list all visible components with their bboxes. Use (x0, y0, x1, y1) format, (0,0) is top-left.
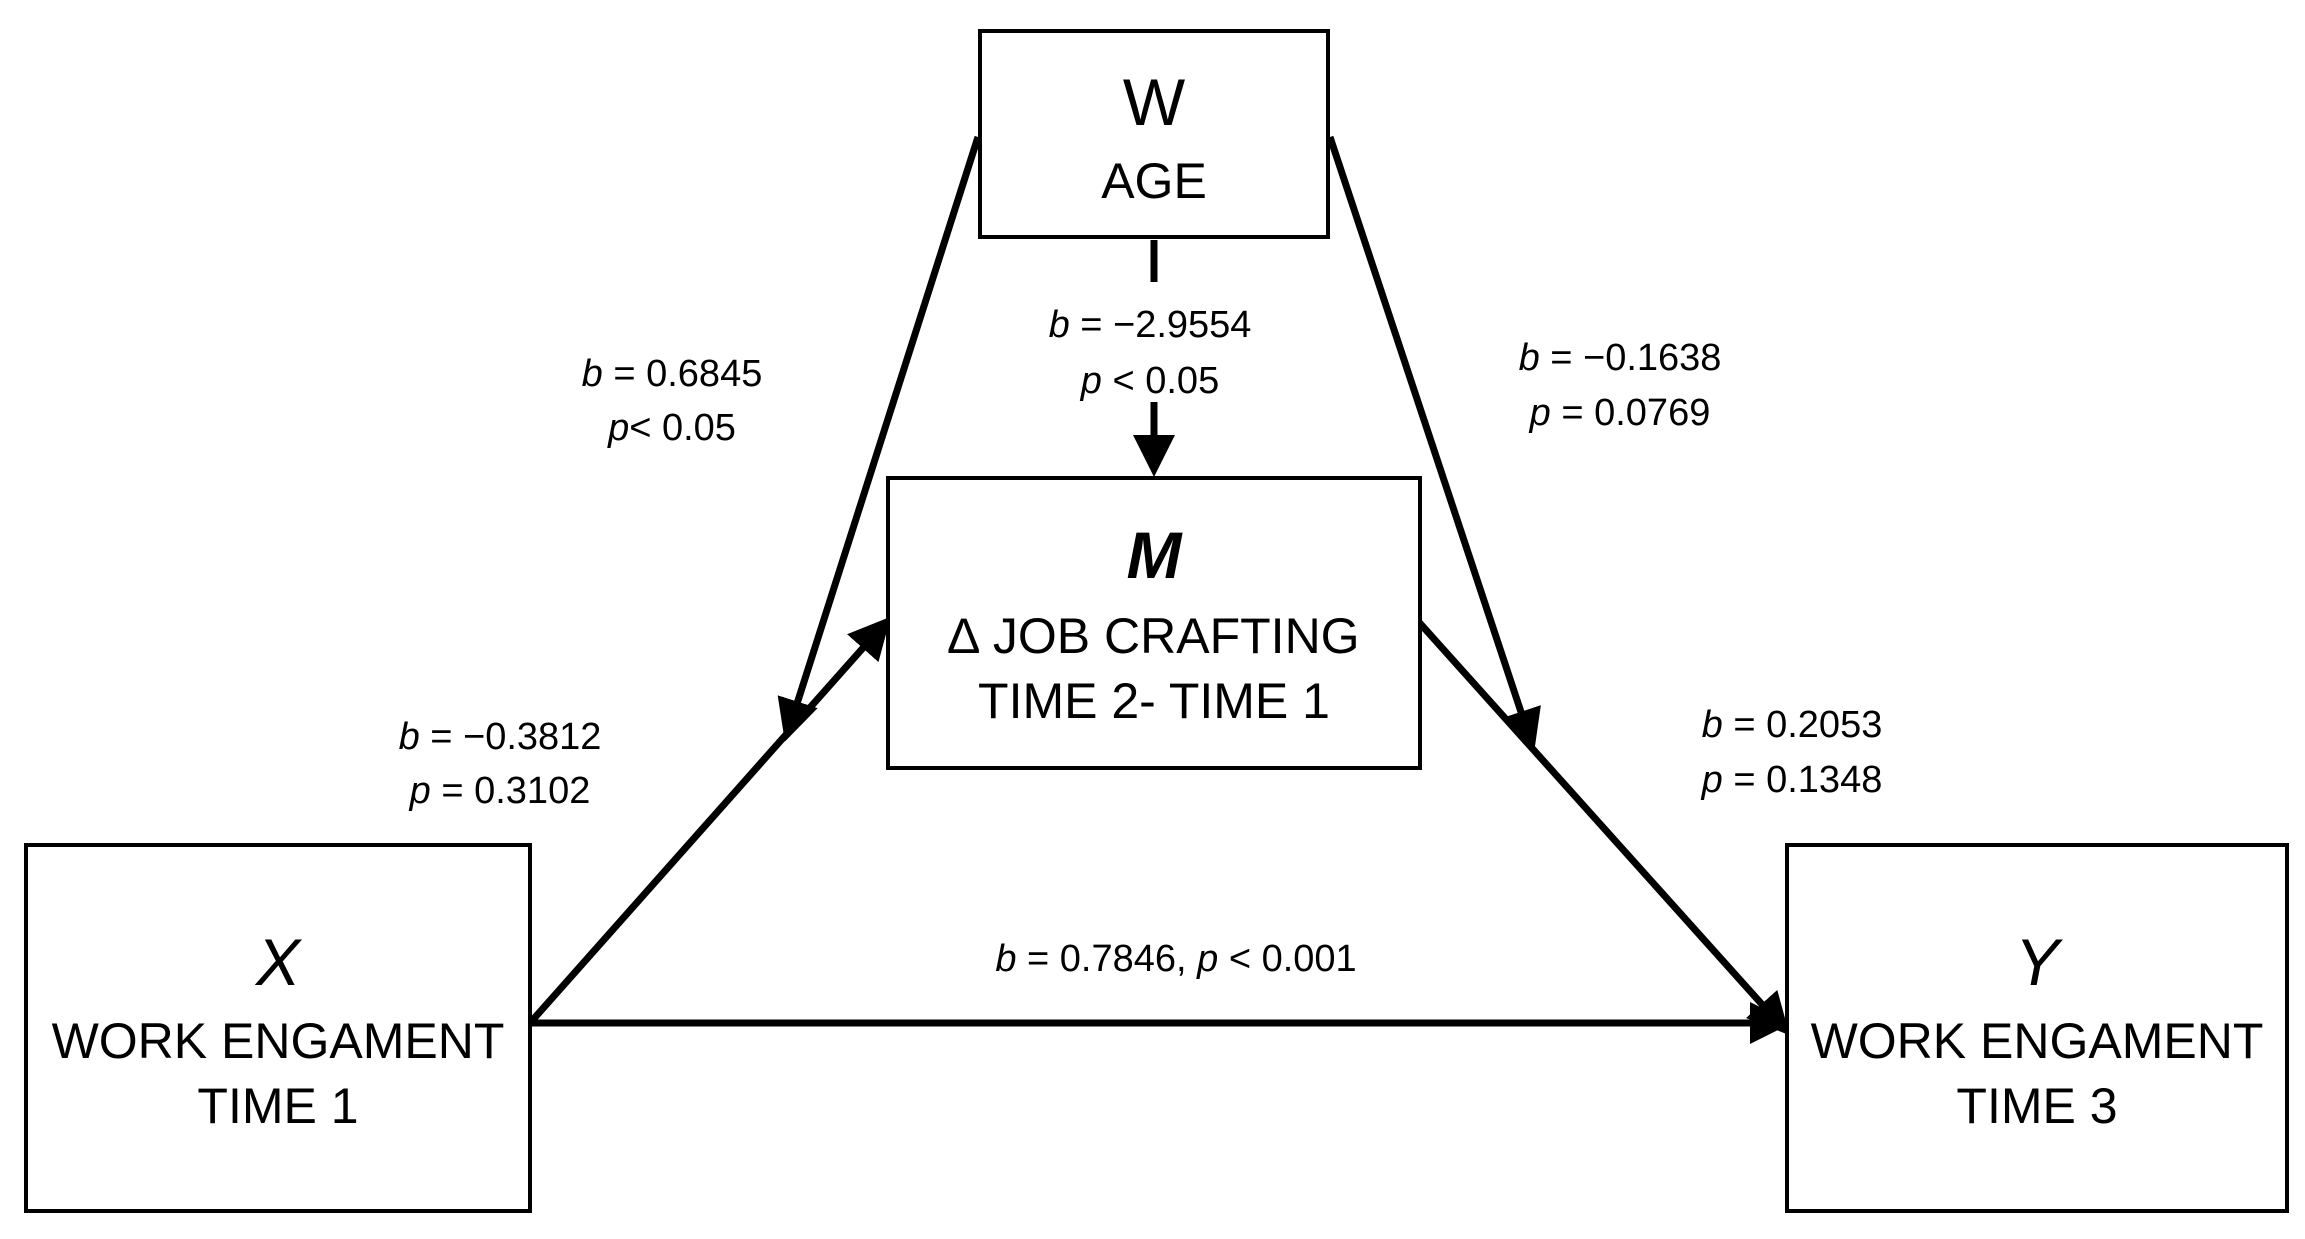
node-m-job-crafting: M ∆ JOB CRAFTING TIME 2- TIME 1 (886, 476, 1422, 770)
path-w-to-a-line (777, 135, 982, 742)
node-m-label-line1: ∆ JOB CRAFTING (948, 608, 1359, 664)
node-y-work-engagement-time3: Y WORK ENGAMENT TIME 3 (1785, 843, 2289, 1213)
coef-w-to-m-p: p < 0.05 (1080, 360, 1219, 402)
node-y-letter: Y (2015, 925, 2063, 999)
node-x-work-engagement-time1: X WORK ENGAMENT TIME 1 (24, 843, 532, 1213)
node-w-label: AGE (1101, 153, 1207, 209)
node-m-letter: M (1127, 518, 1184, 592)
coef-w-to-b-b: b = −0.1638 (1519, 337, 1722, 379)
coef-m-to-y: b = 0.2053 p = 0.1348 (1701, 704, 1883, 801)
coef-x-to-m-b: b = −0.3812 (399, 716, 602, 758)
node-w-letter: W (1123, 65, 1186, 139)
node-y-label-line1: WORK ENGAMENT (1811, 1013, 2264, 1069)
path-x-to-m-line (527, 616, 891, 1026)
coef-x-to-m: b = −0.3812 p = 0.3102 (399, 716, 602, 812)
node-y-label-line2: TIME 3 (1956, 1078, 2117, 1134)
coef-w-to-a-b: b = 0.6845 (582, 353, 763, 395)
node-x-label-line1: WORK ENGAMENT (52, 1013, 505, 1069)
node-x-label-line2: TIME 1 (197, 1078, 358, 1134)
path-w-to-b-line (1326, 135, 1541, 752)
coef-x-to-y-text: b = 0.7846, p < 0.001 (995, 938, 1356, 980)
coef-w-to-a: b = 0.6845 p< 0.05 (582, 353, 763, 449)
coef-m-to-y-b: b = 0.2053 (1702, 704, 1883, 746)
path-m-to-y-line (1414, 617, 1790, 1036)
coef-w-to-b-p: p = 0.0769 (1529, 392, 1711, 434)
coef-w-to-b: b = −0.1638 p = 0.0769 (1519, 337, 1722, 434)
node-x-letter: X (254, 925, 303, 999)
coef-x-to-m-p: p = 0.3102 (409, 770, 591, 812)
coef-w-to-a-p: p< 0.05 (607, 407, 736, 449)
node-m-label-line2: TIME 2- TIME 1 (978, 673, 1330, 729)
coef-w-to-m-b: b = −2.9554 (1049, 304, 1252, 346)
coef-m-to-y-p: p = 0.1348 (1701, 759, 1883, 801)
coef-w-to-m: b = −2.9554 p < 0.05 (1049, 304, 1252, 402)
node-w-age: W AGE (978, 29, 1330, 239)
coef-x-to-y: b = 0.7846, p < 0.001 (995, 938, 1356, 980)
